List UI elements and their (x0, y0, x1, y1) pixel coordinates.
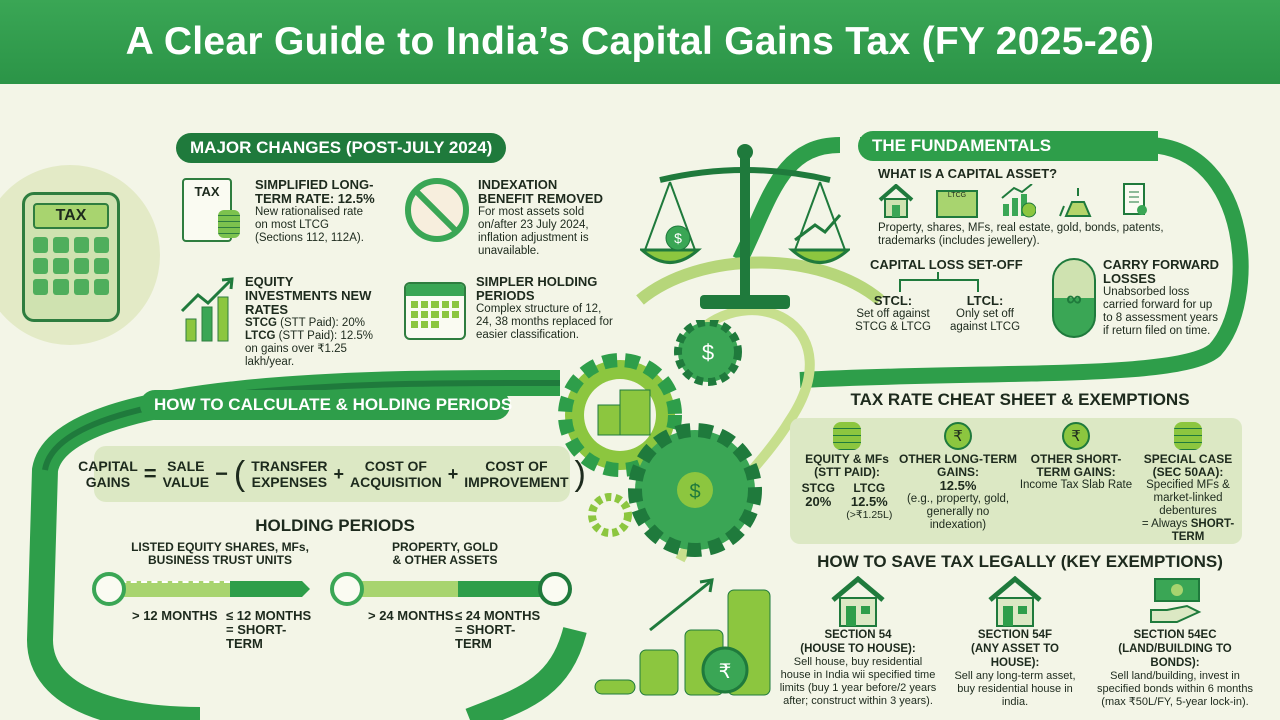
change-item-equity-rates: EQUITY INVESTMENTS NEW RATES STCG (STT P… (245, 274, 374, 369)
calculator-icon: TAX (22, 192, 120, 322)
property-long-term: > 24 MONTHS (368, 608, 454, 623)
coin-stack-icon (1174, 422, 1202, 450)
loss-setoff-heading: CAPITAL LOSS SET-OFF (870, 257, 1023, 272)
exemption-section-54f: SECTION 54F (ANY ASSET TO HOUSE): Sell a… (950, 576, 1080, 709)
major-changes-heading: MAJOR CHANGES (POST-JULY 2024) (176, 133, 507, 163)
page-title: A Clear Guide to India’s Capital Gains T… (125, 20, 1155, 63)
equity-short-term: ≤ 12 MONTHS = SHORT-TERM (226, 608, 312, 651)
period-label-property: PROPERTY, GOLD & OTHER ASSETS (391, 540, 498, 567)
gold-bars-icon (1059, 188, 1092, 217)
svg-text:₹: ₹ (719, 659, 732, 683)
clock-icon (330, 572, 364, 606)
timeline-equity (92, 572, 312, 606)
house-icon (878, 184, 914, 218)
change-item-indexation: INDEXATION BENEFIT REMOVED For most asse… (478, 177, 603, 258)
svg-text:$: $ (674, 230, 682, 246)
balance-scale-icon: $ (640, 144, 850, 309)
fundamentals-heading: THE FUNDAMENTALS (858, 131, 1158, 161)
svg-text:$: $ (702, 340, 714, 365)
house-icon (831, 576, 885, 627)
timeline-property (330, 572, 572, 606)
capital-asset-text: Property, shares, MFs, real estate, gold… (878, 222, 1164, 247)
period-label-equity: LISTED EQUITY SHARES, MFs, BUSINESS TRUS… (131, 540, 309, 567)
clock-icon (92, 572, 126, 606)
holding-periods-heading: HOLDING PERIODS (255, 516, 415, 535)
capsule-infinity-icon: ∞ (1052, 258, 1096, 338)
property-short-term: ≤ 24 MONTHS = SHORT-TERM (455, 608, 541, 651)
capital-asset-heading: WHAT IS A CAPITAL ASSET? (878, 166, 1058, 181)
no-hand-icon (405, 178, 469, 242)
tax-document-icon: TAX (182, 178, 240, 242)
patent-scroll-icon (1123, 183, 1147, 215)
ltcl-item: LTCL:Only set off against LTCG (949, 293, 1021, 334)
cheat-sheet-heading: TAX RATE CHEAT SHEET & EXEMPTIONS (850, 390, 1190, 409)
clock-icon (538, 572, 572, 606)
exemption-section-54ec: SECTION 54EC (LAND/BUILDING TO BONDS): S… (1095, 576, 1255, 709)
calculate-heading: HOW TO CALCULATE & HOLDING PERIODS (140, 390, 512, 420)
cheat-sheet-panel (790, 418, 1242, 544)
investment-icon (1001, 184, 1036, 218)
cheat-other-short-term: ₹ OTHER SHORT-TERM GAINS: Income Tax Sla… (1018, 422, 1134, 492)
cheat-special-case: SPECIAL CASE (SEC 50AA): Specified MFs &… (1134, 422, 1242, 544)
growth-chart-icon (180, 277, 234, 342)
coin-stack-icon (833, 422, 861, 450)
stcl-item: STCL:Set off against STCG & LTCG (855, 293, 931, 334)
calendar-icon (404, 282, 466, 340)
gears-and-coins-illustration: $ $ ₹ (558, 320, 771, 696)
house-icon (988, 576, 1042, 627)
setoff-branch-arrows (899, 272, 979, 292)
exemption-section-54: SECTION 54 (HOUSE TO HOUSE): Sell house,… (778, 576, 938, 708)
change-item-holding-periods: SIMPLER HOLDING PERIODS Complex structur… (476, 274, 613, 342)
cheat-other-long-term: ₹ OTHER LONG-TERM GAINS: 12.5% (e.g., pr… (898, 422, 1018, 532)
rupee-coin-icon: ₹ (944, 422, 972, 450)
save-tax-heading: HOW TO SAVE TAX LEGALLY (KEY EXEMPTIONS) (817, 552, 1223, 571)
svg-text:$: $ (689, 481, 700, 503)
money-hand-icon (1150, 578, 1202, 623)
title-banner: A Clear Guide to India’s Capital Gains T… (0, 0, 1280, 84)
equity-long-term: > 12 MONTHS (132, 608, 218, 623)
certificate-icon: LTCG (936, 190, 978, 218)
calculator-label: TAX (33, 203, 109, 229)
rupee-coin-icon: ₹ (1062, 422, 1090, 450)
asset-icons: LTCG (878, 182, 1150, 218)
change-item-ltcg-rate: SIMPLIFIED LONG-TERM RATE: 12.5% New rat… (255, 177, 375, 245)
